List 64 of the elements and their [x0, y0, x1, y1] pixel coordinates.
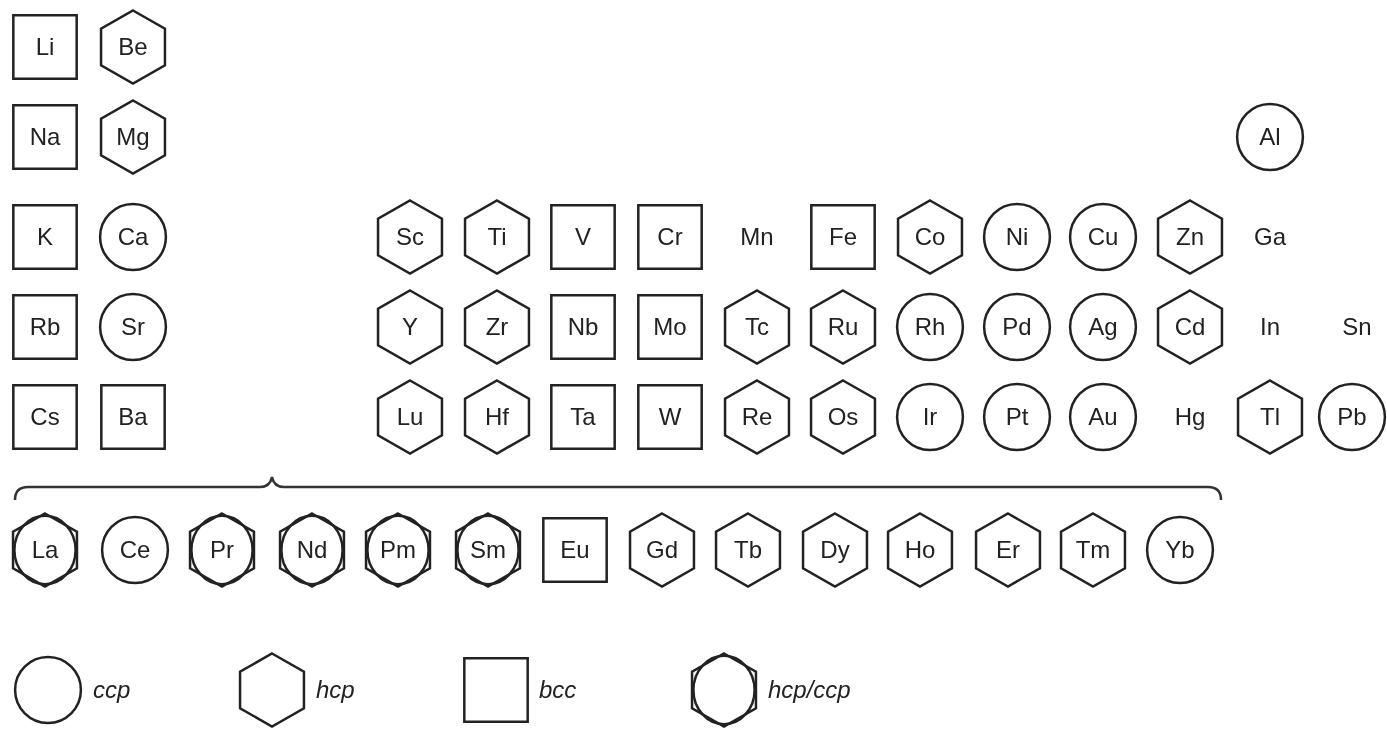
- ccp-circle: Al: [1235, 102, 1305, 172]
- ccp-circle: Ca: [98, 202, 168, 272]
- hcp-hexagon: Tl: [1236, 379, 1304, 455]
- element-symbol: Hg: [1174, 403, 1206, 431]
- bcc-square: Mo: [637, 294, 703, 360]
- hcp-hexagon: Zr: [463, 289, 531, 365]
- element-symbol: Ga: [1254, 223, 1286, 251]
- hcp-hexagon: Zn: [1156, 199, 1224, 275]
- hcp-ccp-shape: La: [11, 512, 79, 588]
- hcp-hexagon: Os: [809, 379, 877, 455]
- ccp-circle: Au: [1068, 382, 1138, 452]
- legend-label: bcc: [539, 676, 577, 704]
- hcp-ccp-shape: Nd: [278, 512, 346, 588]
- element-symbol: Sn: [1342, 313, 1372, 341]
- hcp-hexagon: Ru: [809, 289, 877, 365]
- hcp-hexagon: Er: [974, 512, 1042, 588]
- element-symbol: In: [1260, 313, 1280, 341]
- bcc-square: V: [550, 204, 616, 270]
- bcc-square: Li: [12, 14, 78, 80]
- hcp-hexagon: Hf: [463, 379, 531, 455]
- hcp-ccp-shape: Pm: [364, 512, 432, 588]
- hcp-hexagon: Re: [723, 379, 791, 455]
- bcc-square: Na: [12, 104, 78, 170]
- bcc-square: Ta: [550, 384, 616, 450]
- bcc-square: Ba: [100, 384, 166, 450]
- ccp-circle: Ir: [895, 382, 965, 452]
- hcp-hexagon: Gd: [628, 512, 696, 588]
- bcc-square: K: [12, 204, 78, 270]
- ccp-circle: Pb: [1317, 382, 1387, 452]
- hcp-hexagon: Sc: [376, 199, 444, 275]
- ccp-circle: Ni: [982, 202, 1052, 272]
- hcp-hexagon: Ti: [463, 199, 531, 275]
- hcp-hexagon: Y: [376, 289, 444, 365]
- hcp-hexagon: Mg: [99, 99, 167, 175]
- ccp-circle: Sr: [98, 292, 168, 362]
- hcp-hexagon: Ho: [886, 512, 954, 588]
- legend-label: ccp: [93, 676, 131, 704]
- bcc-square: W: [637, 384, 703, 450]
- bcc-square: Nb: [550, 294, 616, 360]
- bcc-square: Fe: [810, 204, 876, 270]
- bcc-square: Cs: [12, 384, 78, 450]
- ccp-circle: Yb: [1145, 515, 1215, 585]
- bcc-square: Rb: [12, 294, 78, 360]
- hcp-hexagon: Tc: [723, 289, 791, 365]
- ccp-circle: Ce: [100, 515, 170, 585]
- element-symbol: Mn: [740, 223, 774, 251]
- hcp-hexagon: Co: [896, 199, 964, 275]
- hcp-ccp-shape: Pr: [188, 512, 256, 588]
- hcp-hexagon: Dy: [801, 512, 869, 588]
- ccp-circle: Cu: [1068, 202, 1138, 272]
- hcp-hexagon: Tm: [1059, 512, 1127, 588]
- bcc-square: Cr: [637, 204, 703, 270]
- hcp-ccp-shape: Sm: [454, 512, 522, 588]
- ccp-circle: Rh: [895, 292, 965, 362]
- legend-label: hcp: [316, 676, 355, 704]
- bcc-square: Eu: [542, 517, 608, 583]
- hcp-hexagon: Tb: [714, 512, 782, 588]
- legend-label: hcp/ccp: [768, 676, 851, 704]
- ccp-circle: Pt: [982, 382, 1052, 452]
- hcp-hexagon: Cd: [1156, 289, 1224, 365]
- hcp-hexagon: Lu: [376, 379, 444, 455]
- hcp-hexagon: Be: [99, 9, 167, 85]
- ccp-circle: Ag: [1068, 292, 1138, 362]
- ccp-circle: Pd: [982, 292, 1052, 362]
